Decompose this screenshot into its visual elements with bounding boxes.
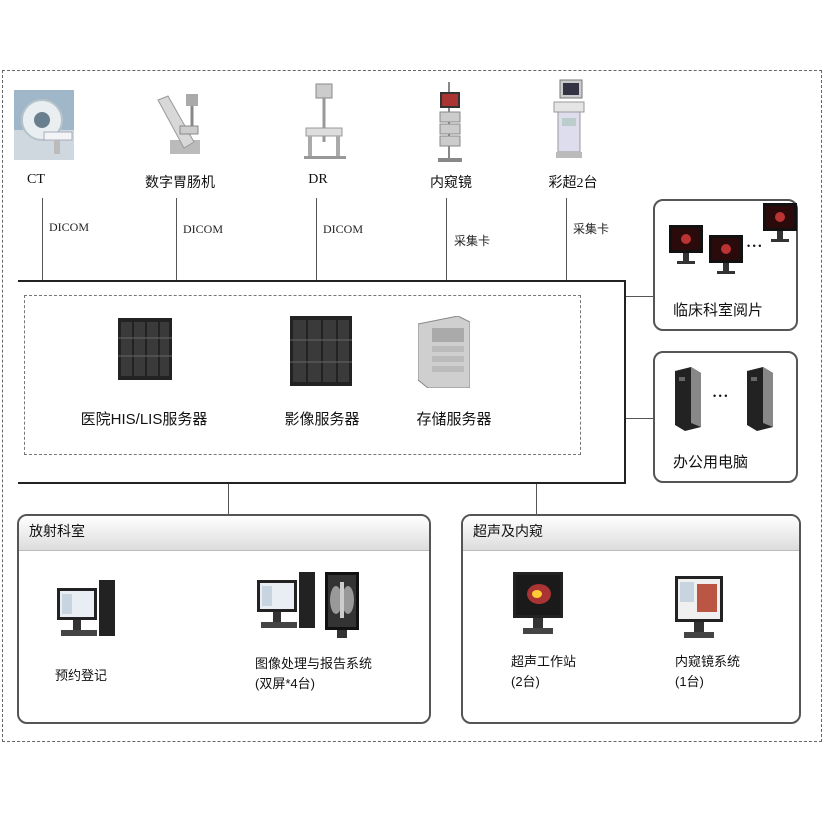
radiology-link-line xyxy=(228,484,229,514)
clinical-reading-box: • • • 临床科室阅片 xyxy=(653,199,798,331)
appointment-label: 预约登记 xyxy=(55,668,108,683)
link-label-fluoroscopy: DICOM xyxy=(183,222,224,236)
monitor-icon xyxy=(763,203,797,245)
link-label-endoscope: 采集卡 xyxy=(454,234,491,248)
monitor-icon xyxy=(669,225,703,267)
fluoroscopy-device-icon xyxy=(150,90,210,160)
image-report-label: 图像处理与报告系统 xyxy=(255,656,373,671)
ellipsis-text: • • • xyxy=(713,391,728,401)
server-block xyxy=(18,280,626,484)
link-label-ultrasound: 采集卡 xyxy=(573,222,610,236)
ultrasound-dept-link-line xyxy=(536,484,537,514)
ct-device-icon xyxy=(14,90,74,160)
endoscopy-workstation-icon xyxy=(675,576,723,646)
ultrasound-endoscopy-title: 超声及内窥 xyxy=(463,516,799,551)
radiology-title: 放射科室 xyxy=(19,516,429,551)
device-label-fluoroscopy: 数字胃肠机 xyxy=(145,176,215,191)
server-label-storage: 存储服务器 xyxy=(416,411,492,428)
office-link-line xyxy=(626,418,654,419)
ultrasound-endoscopy-box: 超声及内窥 超声工作站 (2台) 内窥镜系统 (1台) xyxy=(461,514,801,724)
image-report-count: (双屏*4台) xyxy=(255,676,315,691)
office-pc-box: • • • 办公用电脑 xyxy=(653,351,798,483)
ellipsis-text: • • • xyxy=(747,241,762,251)
server-label-his-lis: 医院HIS/LIS服务器 xyxy=(80,411,208,428)
device-label-endoscope: 内窥镜 xyxy=(430,176,472,191)
endoscope-device-icon xyxy=(434,82,466,164)
link-label-dr: DICOM xyxy=(323,222,364,236)
outer-frame xyxy=(2,70,822,742)
fluoroscopy-link-line xyxy=(176,198,177,280)
xray-monitor-icon xyxy=(325,572,359,642)
device-label-dr: DR xyxy=(308,172,328,187)
workstation-pc-icon xyxy=(257,572,317,636)
workstation-pc-icon xyxy=(57,580,117,642)
server-label-image: 影像服务器 xyxy=(284,411,360,428)
radiology-box: 放射科室 预约登记 图像处理与报告系统 xyxy=(17,514,431,724)
link-label-ct: DICOM xyxy=(49,220,90,234)
device-label-ct: CT xyxy=(27,172,45,187)
dr-device-icon xyxy=(300,82,350,162)
image-server-icon xyxy=(290,316,352,386)
ultrasound-ws-label: 超声工作站 xyxy=(511,654,577,669)
ultrasound-device-icon xyxy=(548,78,588,164)
monitor-icon xyxy=(709,235,743,277)
server-inner-frame xyxy=(24,295,581,455)
ultrasound-ws-count: (2台) xyxy=(511,674,540,689)
desktop-pc-icon xyxy=(673,367,703,431)
device-label-ultrasound: 彩超2台 xyxy=(548,176,598,191)
office-pc-label: 办公用电脑 xyxy=(673,454,749,471)
ultrasound-link-line xyxy=(566,198,567,280)
ct-link-line xyxy=(42,198,43,280)
endoscope-link-line xyxy=(446,198,447,280)
endoscopy-ws-count: (1台) xyxy=(675,674,704,689)
his-lis-server-icon xyxy=(118,318,172,380)
ultrasound-workstation-icon xyxy=(513,572,563,642)
dr-link-line xyxy=(316,198,317,280)
storage-server-icon xyxy=(417,315,471,389)
desktop-pc-icon xyxy=(745,367,775,431)
endoscopy-ws-label: 内窥镜系统 xyxy=(675,654,741,669)
clinical-reading-label: 临床科室阅片 xyxy=(673,302,764,319)
clinical-link-line xyxy=(626,296,654,297)
